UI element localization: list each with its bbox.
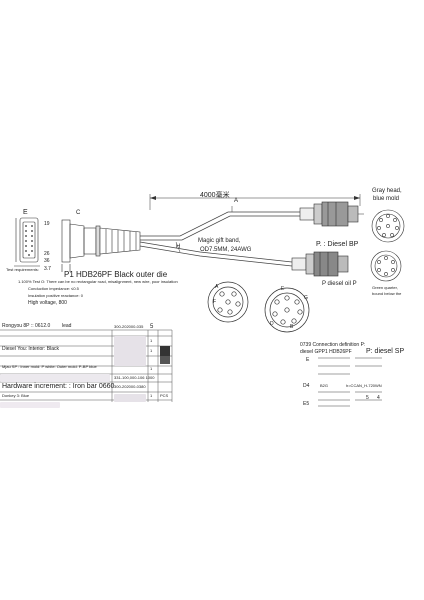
bom-row-6-part: 300-202000-0380 bbox=[114, 384, 146, 389]
bom-row-4-label: Mjau SP : Inner mold: P white: Outer mol… bbox=[2, 364, 97, 369]
bom-row-1-part: 300-202000-035 bbox=[114, 324, 144, 329]
bom-row-3-label: Diesel You: Interior: Black bbox=[2, 346, 59, 352]
gray-head-label: Gray head, bbox=[372, 188, 402, 194]
label-a: A bbox=[234, 198, 239, 204]
dimension-label: 4000毫米 bbox=[200, 192, 230, 199]
connection-lines bbox=[318, 357, 382, 407]
large-nine-pin-face bbox=[264, 287, 310, 333]
pin-26: 26 bbox=[44, 251, 50, 257]
test-note-3: Insulation positive reactance: 0 bbox=[28, 293, 83, 298]
redacted-cell bbox=[0, 374, 110, 382]
connector-title: P1 HDB26PF Black outer die bbox=[64, 270, 168, 279]
bom-row-5-part: 331-100,000-106 1000 bbox=[114, 375, 155, 380]
redacted-cell bbox=[0, 402, 60, 408]
bom-row-7-unit: PCS bbox=[160, 393, 169, 398]
cable-spec: OD7.5MM, 24AWG bbox=[200, 247, 252, 253]
nine-pin-face bbox=[371, 209, 405, 243]
connection-target: P: diesel SP bbox=[366, 348, 405, 355]
test-note-2: Conduction impedance: ≤0.5 bbox=[28, 286, 79, 291]
pin-36: 36 bbox=[44, 258, 50, 264]
connection-subtitle: diesel GPP1 HDB26PF bbox=[300, 349, 352, 355]
conn-n5: 5 bbox=[366, 395, 369, 401]
dsub-connector-body bbox=[61, 219, 101, 272]
deutsch-connector-lower bbox=[291, 251, 349, 277]
conn-d4-val-2: h=CCAN_H-720WN bbox=[346, 383, 382, 388]
pin-label-a: A bbox=[215, 284, 219, 290]
label-h: H bbox=[176, 244, 181, 250]
pin-label-e: E bbox=[281, 286, 285, 292]
conn-e-top: E bbox=[306, 357, 310, 363]
six-pin-face bbox=[370, 250, 402, 282]
dimension-arrow-left bbox=[150, 196, 156, 200]
diesel-bp-label: P. : Diesel BP bbox=[316, 241, 359, 248]
label-c: C bbox=[76, 210, 81, 216]
test-note-4: High voltage, 800 bbox=[28, 300, 67, 306]
bom-row-3-qty: 1 bbox=[150, 348, 153, 353]
conn-n4: 4 bbox=[377, 395, 380, 401]
cable-lines bbox=[139, 211, 300, 267]
large-six-pin-face bbox=[207, 281, 249, 323]
magic-gift-label: Magic gift band, bbox=[198, 238, 241, 244]
redacted-cell bbox=[114, 394, 146, 402]
pin-label-g: G bbox=[304, 295, 308, 301]
bom-row-1-lead: lead bbox=[62, 323, 72, 329]
dsub-end-view bbox=[14, 217, 40, 267]
test-note-1: 1.100% Test O: There can be no rectangul… bbox=[18, 279, 178, 284]
bom-row-1-label: Rongyou 8P :: 0612.0 bbox=[2, 323, 51, 329]
green-quarter-label: Green quarter, bbox=[372, 285, 398, 290]
pin-label-b: B bbox=[290, 324, 294, 330]
connection-title: 0739 Connection definition P: bbox=[300, 342, 366, 348]
conn-d4-val-1: B2G bbox=[320, 383, 329, 388]
bom-row-7-qty: 1 bbox=[150, 393, 153, 398]
bom-row-1-qty: 5 bbox=[150, 324, 154, 330]
bom-row-4-qty: 1 bbox=[150, 366, 153, 371]
strain-relief bbox=[99, 227, 141, 255]
lead-letter: E bbox=[23, 209, 28, 216]
dim-37: 3.7 bbox=[44, 266, 51, 272]
pin-19: 19 bbox=[44, 221, 50, 227]
deutsch-connector-upper bbox=[299, 201, 359, 227]
pin-label-d: D bbox=[270, 321, 274, 327]
bound-below-label: bound below the bbox=[372, 291, 402, 296]
redacted-cell bbox=[114, 336, 146, 366]
bom-row-2-qty: 1 bbox=[150, 338, 153, 343]
bom-row-7-label: Donkey 3: Blue bbox=[2, 393, 30, 398]
pin-label-f: F bbox=[213, 299, 217, 305]
diesel-oil-label: P diesel oil P bbox=[322, 281, 357, 287]
blue-mold-label: blue mold bbox=[373, 196, 400, 202]
bom-row-6-label: Hardware increment: : Iron bar 0660 bbox=[2, 383, 115, 390]
conn-e5: E5 bbox=[303, 401, 310, 407]
conn-d4: D4 bbox=[303, 383, 310, 389]
dimension-arrow-right bbox=[354, 196, 360, 200]
test-requirements: Test requirements: bbox=[6, 267, 39, 272]
